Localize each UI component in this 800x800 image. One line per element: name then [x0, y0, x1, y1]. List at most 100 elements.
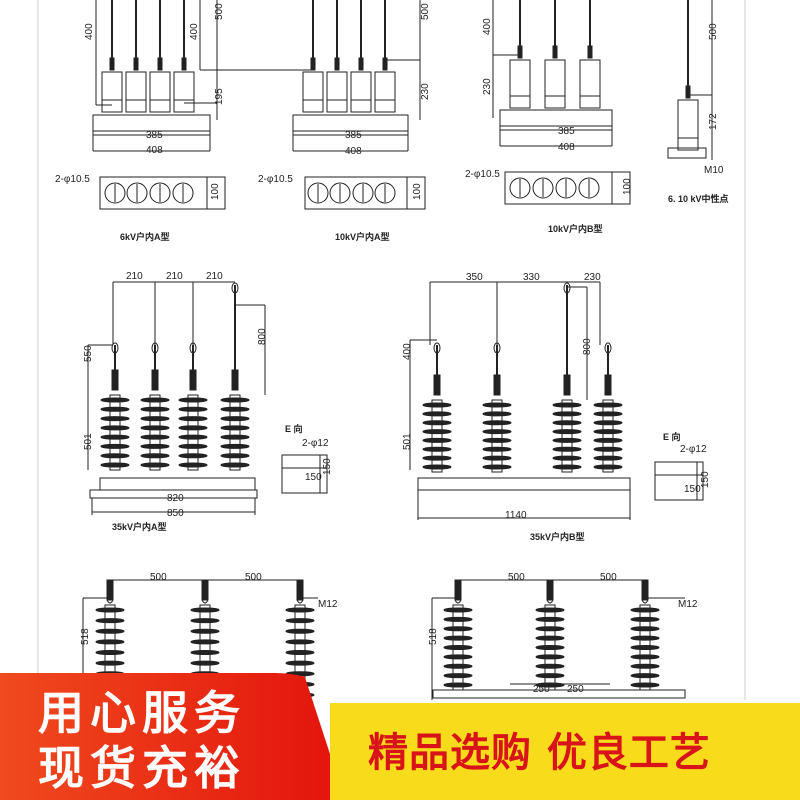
dim-text: 150 [322, 458, 333, 475]
grading-ring [231, 369, 239, 391]
arrester-body [302, 71, 324, 113]
mounting-hole [126, 182, 148, 204]
insulator-shed [422, 402, 452, 408]
dim-text: M12 [678, 599, 698, 610]
insulator-shed [190, 628, 220, 634]
insulator-shed [443, 682, 473, 688]
arrester-body [579, 59, 601, 109]
insulator-shed [552, 411, 582, 417]
dim-text: 330 [523, 272, 540, 283]
dim-text: 150 [700, 471, 711, 488]
grading-ring [563, 374, 571, 396]
base-detail [281, 454, 328, 494]
insulator-shed [422, 446, 452, 452]
dim-text: 350 [466, 272, 483, 283]
insulator-shed [95, 639, 125, 645]
mounting-base [417, 477, 631, 491]
top-terminal [604, 342, 612, 354]
dim-text: 250 [533, 684, 550, 695]
dim-text: 500 [508, 572, 525, 583]
arrester-body [509, 59, 531, 109]
insulator-shed [100, 425, 130, 431]
insulator-shed [140, 425, 170, 431]
insulator-shed [95, 650, 125, 655]
insulator-shed [178, 434, 208, 440]
insulator-shed [140, 443, 170, 449]
insulator-shed [100, 453, 130, 459]
insulator-shed [95, 618, 125, 624]
dim-text: 408 [558, 142, 575, 153]
insulator-shed [552, 402, 582, 408]
arrester-core [187, 394, 199, 471]
mounting-hole [532, 177, 554, 199]
drawing-title: 6. 10 kV中性点 [668, 193, 729, 204]
drawing-title: 35kV户内B型 [530, 531, 585, 542]
insulator-shed [422, 455, 452, 461]
dim-text: 230 [584, 272, 601, 283]
insulator-shed [178, 425, 208, 431]
insulator-shed [220, 406, 250, 412]
arrester-core [109, 394, 121, 471]
grading-ring [641, 579, 649, 601]
insulator-shed [482, 446, 512, 452]
insulator-shed [443, 645, 473, 650]
insulator-shed [443, 654, 473, 660]
terminal [109, 57, 115, 71]
grading-ring [201, 579, 209, 601]
mounting-hole [374, 182, 396, 204]
insulator-shed [593, 402, 623, 408]
dim-text: 2-φ10.5 [465, 169, 500, 180]
grading-ring [151, 369, 159, 391]
dim-text: 210 [126, 271, 143, 282]
grading-ring [106, 579, 114, 601]
arrester-core [229, 394, 241, 471]
insulator-shed [630, 607, 660, 613]
insulator-shed [100, 406, 130, 412]
insulator-shed [552, 437, 582, 443]
dim-text: 210 [166, 271, 183, 282]
insulator-shed [140, 462, 170, 468]
dim-text: 150 [684, 484, 701, 495]
insulator-shed [535, 654, 565, 660]
insulator-shed [100, 416, 130, 422]
base-plan-view [304, 176, 426, 210]
insulator-shed [482, 437, 512, 443]
insulator-shed [285, 607, 315, 613]
terminal [685, 85, 691, 99]
grading-ring [604, 374, 612, 396]
dim-text: 230 [482, 78, 493, 95]
arrester-core [561, 399, 573, 473]
dim-text: 250 [567, 684, 584, 695]
dim-text: 500 [214, 3, 225, 20]
insulator-shed [443, 626, 473, 632]
dim-text: 518 [80, 628, 91, 645]
dim-text: 500 [245, 572, 262, 583]
insulator-shed [140, 453, 170, 459]
dim-text: 500 [708, 23, 719, 40]
insulator-shed [100, 462, 130, 468]
dim-text: 501 [83, 433, 94, 450]
dim-text: 385 [146, 130, 163, 141]
insulator-shed [220, 443, 250, 449]
insulator-shed [178, 462, 208, 468]
terminal [334, 57, 340, 71]
insulator-shed [443, 616, 473, 622]
insulator-shed [220, 453, 250, 459]
insulator-shed [285, 628, 315, 634]
drawing-title: 10kV户内A型 [335, 231, 390, 242]
mounting-hole [509, 177, 531, 199]
mounting-hole [329, 182, 351, 204]
top-terminal [231, 282, 239, 294]
dim-text: 800 [257, 328, 268, 345]
insulator-shed [220, 425, 250, 431]
insulator-shed [630, 645, 660, 650]
top-terminal [433, 342, 441, 354]
insulator-shed [140, 397, 170, 403]
dim-text: 172 [708, 113, 719, 130]
dim-text: 230 [420, 83, 431, 100]
insulator-shed [630, 635, 660, 641]
arrester-core [491, 399, 503, 473]
insulator-shed [220, 462, 250, 468]
dim-text: 2-φ10.5 [55, 174, 90, 185]
insulator-shed [285, 618, 315, 624]
